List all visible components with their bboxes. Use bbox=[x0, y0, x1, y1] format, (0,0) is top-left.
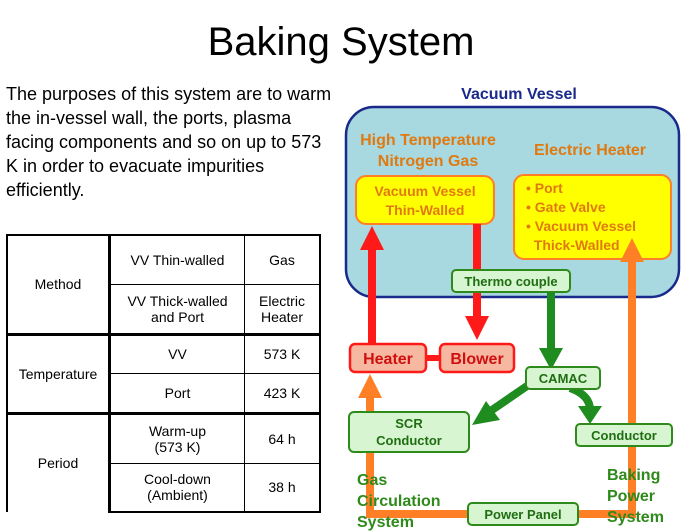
electric-heater-label: Electric Heater bbox=[534, 142, 646, 159]
conductor-text: Conductor bbox=[591, 428, 657, 443]
temperature-value-1: 573 K bbox=[244, 332, 321, 373]
conductor-box bbox=[575, 423, 673, 447]
intro-paragraph: The purposes of this system are to warm … bbox=[6, 84, 332, 200]
gas-system-label-1: Gas bbox=[357, 472, 387, 489]
control-to-conductor-head bbox=[578, 406, 602, 424]
camac-text: CAMAC bbox=[539, 371, 588, 386]
power-left-head bbox=[358, 374, 382, 398]
control-to-scr-head bbox=[472, 401, 500, 425]
scr-text-2: Conductor bbox=[376, 433, 442, 448]
nitrogen-gas-label-1: High Temperature bbox=[360, 132, 496, 149]
gas-system-label-3: System bbox=[357, 514, 414, 531]
gas-arrow-down-head bbox=[465, 316, 489, 340]
temperature-item-2: Port bbox=[109, 372, 245, 413]
control-to-scr-line bbox=[489, 382, 530, 414]
temperature-label: Temperature bbox=[6, 332, 111, 413]
blower-unit-text: Blower bbox=[450, 351, 503, 368]
thin-walled-text-1: Vacuum Vessel bbox=[374, 183, 475, 199]
power-system-label-3: System bbox=[607, 509, 664, 526]
heater-unit-box bbox=[348, 342, 428, 374]
vacuum-vessel-label: Vacuum Vessel bbox=[461, 86, 577, 103]
blower-unit-box bbox=[438, 342, 516, 374]
control-thermo-head bbox=[539, 348, 563, 370]
period-item-2: Cool-down(Ambient) bbox=[109, 462, 245, 513]
temperature-item-1: VV bbox=[109, 332, 245, 373]
thick-item-vessel: • Vacuum Vessel bbox=[526, 218, 636, 234]
period-value-1: 64 h bbox=[244, 411, 321, 463]
method-label: Method bbox=[6, 234, 111, 334]
power-panel-text: Power Panel bbox=[484, 507, 561, 522]
temperature-value-2: 423 K bbox=[244, 372, 321, 413]
method-value-1: Gas bbox=[244, 234, 321, 284]
thick-walled-box bbox=[513, 174, 672, 260]
power-panel-box bbox=[467, 502, 579, 526]
camac-box bbox=[525, 366, 601, 390]
gas-arrow-up-head bbox=[360, 226, 384, 250]
thick-item-thick-walled: Thick-Walled bbox=[526, 237, 620, 253]
thin-walled-box bbox=[355, 175, 495, 225]
period-value-2: 38 h bbox=[244, 462, 321, 513]
spec-table: Method VV Thin-walled Gas VV Thick-walle… bbox=[6, 234, 321, 513]
period-label: Period bbox=[6, 411, 111, 512]
thick-item-gate-valve: • Gate Valve bbox=[526, 199, 606, 215]
thermo-couple-box bbox=[451, 269, 571, 293]
heater-unit-text: Heater bbox=[363, 351, 413, 368]
page-title: Baking System bbox=[207, 20, 475, 64]
gas-system-label-2: Circulation bbox=[357, 493, 441, 510]
thermo-couple-text: Thermo couple bbox=[464, 274, 557, 289]
thick-item-port: • Port bbox=[526, 180, 563, 196]
thin-walled-text-2: Thin-Walled bbox=[386, 202, 465, 218]
nitrogen-gas-label-2: Nitrogen Gas bbox=[378, 153, 479, 170]
scr-conductor-box bbox=[348, 411, 470, 453]
power-system-label-2: Power bbox=[607, 488, 655, 505]
period-item-1: Warm-up(573 K) bbox=[109, 411, 245, 463]
method-item-1: VV Thin-walled bbox=[109, 234, 245, 284]
power-system-label-1: Baking bbox=[607, 467, 660, 484]
power-right-head bbox=[620, 238, 644, 262]
scr-text-1: SCR bbox=[395, 416, 423, 431]
